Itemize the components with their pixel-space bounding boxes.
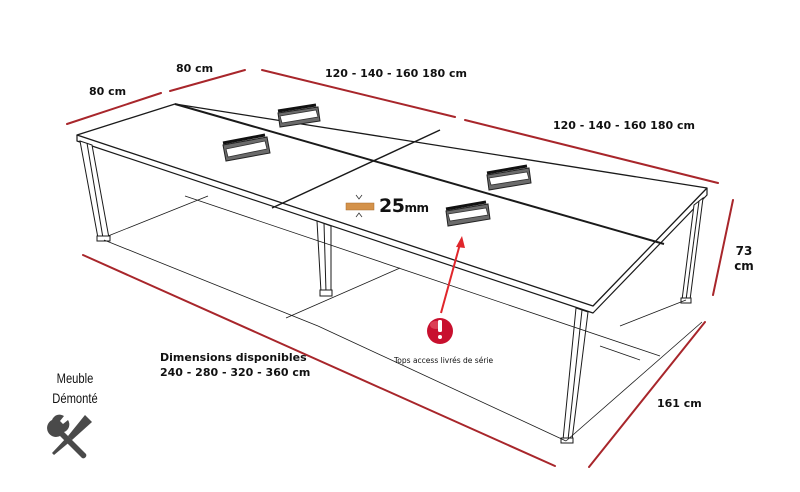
thickness-sample-icon <box>345 194 375 218</box>
thickness-value: 25 <box>379 195 405 217</box>
dimension-lines <box>66 69 734 468</box>
thickness-label: 25mm <box>379 195 429 217</box>
thickness-unit: mm <box>404 201 429 215</box>
available-dimensions-title: Dimensions disponibles <box>160 351 307 364</box>
table-legs <box>79 140 704 444</box>
exclamation-alert-icon <box>427 318 453 344</box>
grommets <box>222 103 532 227</box>
height-unit: cm <box>734 259 754 273</box>
wrench-screwdriver-icon <box>47 414 92 459</box>
total-depth-label: 161 cm <box>657 397 702 410</box>
available-dimensions: Dimensions disponibles 240 - 280 - 320 -… <box>160 350 311 380</box>
top-length-right-label: 120 - 140 - 160 180 cm <box>553 119 695 132</box>
available-dimensions-values: 240 - 280 - 320 - 360 cm <box>160 366 311 379</box>
disassembled-badge: Meuble Démonté <box>47 368 103 408</box>
top-access-note: Tops access livrés de série <box>394 356 494 365</box>
top-length-back-label: 120 - 140 - 160 180 cm <box>325 67 467 80</box>
badge-line2: Démonté <box>52 390 98 406</box>
floor-outline <box>103 195 703 442</box>
callout-arrow <box>440 236 465 314</box>
height-label: 73 cm <box>733 244 755 274</box>
badge-line1: Meuble <box>56 370 94 386</box>
height-value: 73 <box>735 244 753 258</box>
depth-left-label: 80 cm <box>89 85 127 98</box>
depth-right-label: 80 cm <box>176 62 214 75</box>
